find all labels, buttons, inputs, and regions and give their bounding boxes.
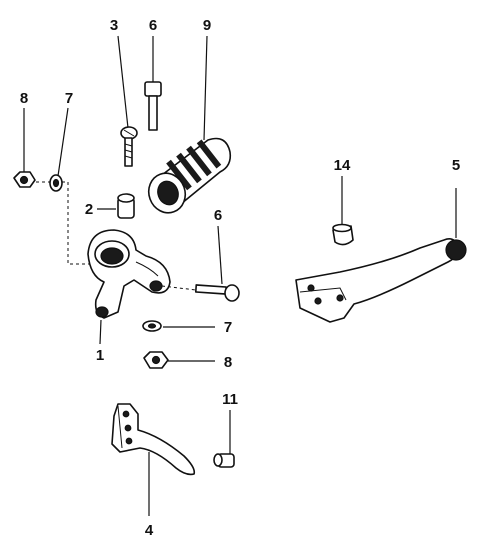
callout-6-lower: 6 bbox=[214, 207, 222, 224]
part-6-bolt-upper bbox=[144, 36, 162, 131]
part-1-clamp-bracket bbox=[87, 229, 171, 345]
part-6-bolt-lower bbox=[194, 225, 240, 302]
callout-5: 5 bbox=[452, 157, 460, 174]
part-9-handlebar-grip bbox=[147, 35, 232, 214]
callout-11: 11 bbox=[222, 391, 238, 408]
callout-6-upper: 6 bbox=[149, 17, 157, 34]
part-3-screw bbox=[117, 35, 138, 167]
callout-7-lower: 7 bbox=[224, 319, 232, 336]
part-4-mounting-bracket bbox=[111, 403, 196, 516]
part-11-pin bbox=[213, 410, 235, 468]
callout-8-lower: 8 bbox=[224, 354, 232, 371]
part-7-washer-lower bbox=[142, 320, 215, 332]
part-2-bushing bbox=[97, 193, 135, 219]
callout-1: 1 bbox=[96, 347, 104, 364]
part-14-plug bbox=[332, 176, 354, 246]
part-8-nut-lower bbox=[143, 351, 215, 369]
part-8-nut-left bbox=[13, 108, 36, 188]
callout-4: 4 bbox=[145, 522, 154, 539]
part-5-lever-arm bbox=[295, 188, 467, 323]
part-7-washer-left bbox=[49, 107, 69, 192]
callout-8-left: 8 bbox=[20, 90, 28, 107]
callout-7-left: 7 bbox=[65, 90, 73, 107]
callout-9: 9 bbox=[203, 17, 211, 34]
callout-14: 14 bbox=[334, 157, 351, 174]
callout-2: 2 bbox=[85, 201, 93, 218]
callout-3: 3 bbox=[110, 17, 118, 34]
